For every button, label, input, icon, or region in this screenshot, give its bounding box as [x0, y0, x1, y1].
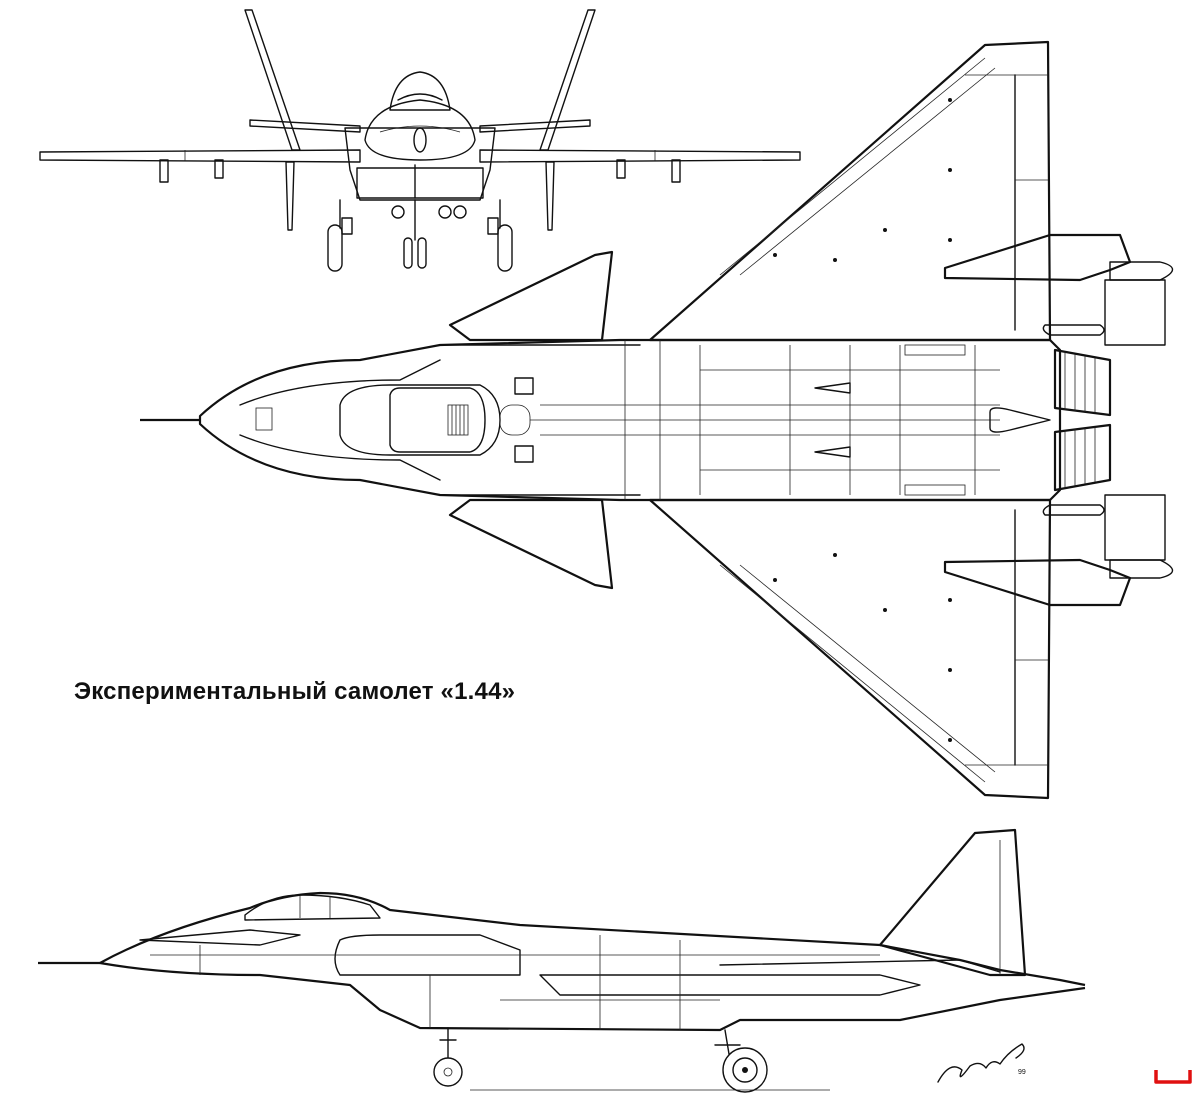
artist-signature: [937, 1043, 1025, 1083]
svg-text:99: 99: [1018, 1069, 1026, 1076]
corner-mark: [1154, 1070, 1192, 1084]
drawing-title: Экспериментальный самолет «1.44»: [74, 678, 516, 705]
side-view: 99: [38, 828, 1086, 1093]
front-view: [39, 9, 801, 272]
top-view: [140, 40, 1174, 800]
